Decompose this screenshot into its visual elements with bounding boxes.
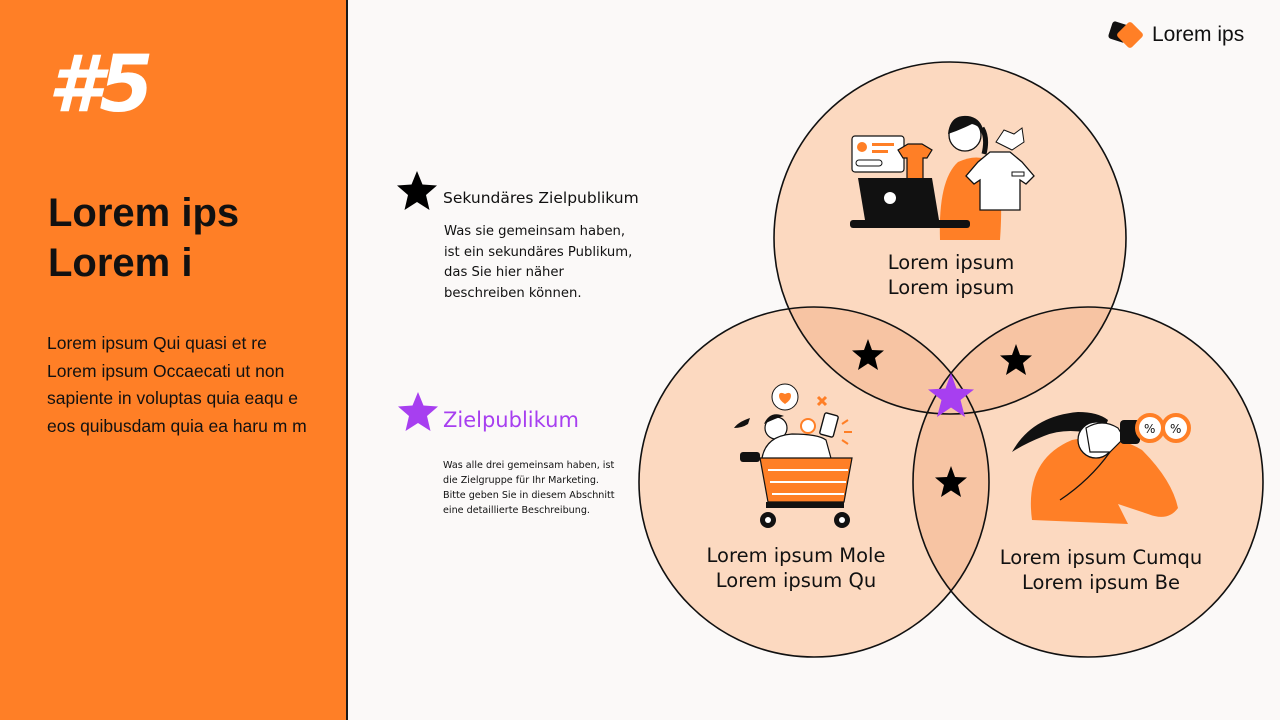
- slide-body-text: Lorem ipsum Qui quasi et re Lorem ipsum …: [47, 333, 307, 436]
- black-star-icon: [397, 171, 437, 210]
- venn-overlap-top-right: [913, 307, 1126, 414]
- slide-title-line-1: Lorem ips: [48, 191, 240, 235]
- brand-name: Lorem ips: [1152, 23, 1245, 46]
- venn-label-left-line-2: Lorem ipsum Qu: [715, 569, 877, 592]
- left-panel: #5 Lorem ips Lorem i Lorem ipsum Qui qua…: [0, 0, 348, 720]
- venn-overlap-top-left: [774, 307, 989, 414]
- venn-label-left-line-1: Lorem ipsum Mole: [706, 544, 886, 567]
- shopping-cart-person-illustration: [734, 383, 853, 528]
- black-star-icon: [1000, 344, 1032, 375]
- primary-audience-title: Zielpublikum: [443, 408, 579, 432]
- online-shopping-laptop-illustration: [850, 115, 1035, 240]
- venn-label-top-line-2: Lorem ipsum: [887, 276, 1015, 299]
- venn-label-left: Lorem ipsum Mole Lorem ipsum Qu: [690, 543, 902, 593]
- secondary-audience-title: Sekundäres Zielpublikum: [443, 189, 639, 207]
- slide-title: Lorem ips Lorem i: [48, 188, 338, 288]
- purple-star-icon: [398, 392, 438, 431]
- brand: Lorem ips: [1104, 18, 1244, 52]
- black-star-icon: [935, 466, 967, 497]
- slide-number: #5: [48, 40, 154, 130]
- venn-label-top: Lorem ipsum Lorem ipsum: [850, 250, 1052, 300]
- venn-label-right-line-2: Lorem ipsum Be: [1021, 571, 1181, 594]
- svg-text:%: %: [1144, 422, 1155, 436]
- venn-label-right-line-1: Lorem ipsum Cumqu: [999, 546, 1203, 569]
- secondary-audience-description: Was sie gemeinsam haben, ist ein sekundä…: [444, 224, 633, 301]
- svg-text:%: %: [1170, 422, 1181, 436]
- primary-audience-description: Was alle drei gemeinsam haben, ist die Z…: [443, 460, 615, 516]
- purple-star-icon: [928, 373, 974, 417]
- binoculars-discount-person-illustration: % %: [1012, 412, 1191, 524]
- venn-label-top-line-1: Lorem ipsum: [887, 251, 1015, 274]
- black-star-icon: [852, 339, 884, 370]
- venn-label-right: Lorem ipsum Cumqu Lorem ipsum Be: [986, 545, 1216, 595]
- overlapping-squares-logo-icon: [1108, 21, 1143, 48]
- slide-title-line-2: Lorem i: [48, 241, 193, 285]
